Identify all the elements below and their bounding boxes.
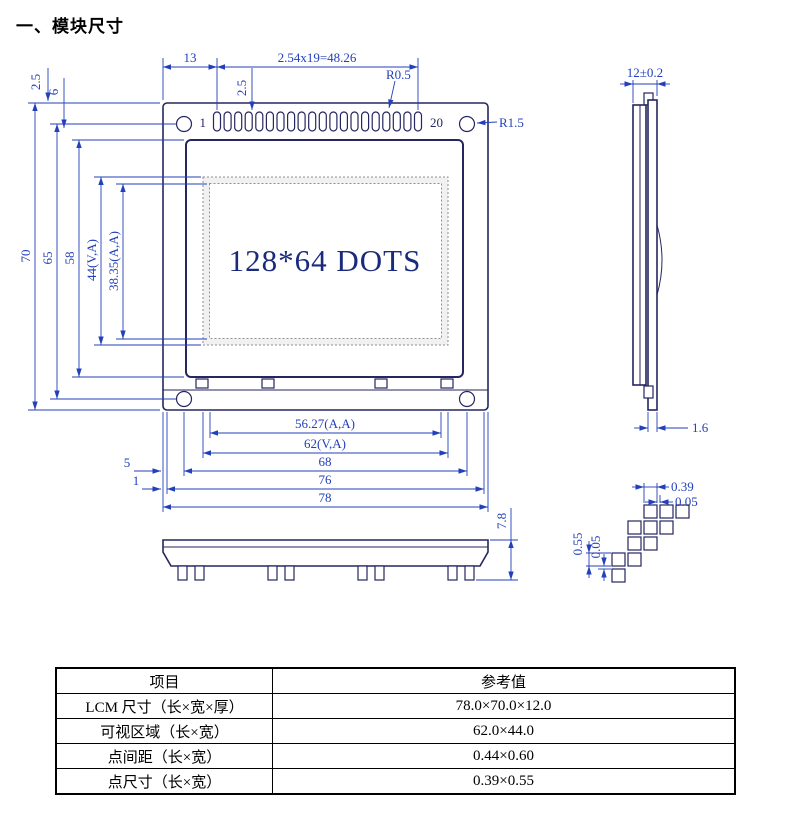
table-row: 点尺寸（长×宽） 0.39×0.55 — [55, 768, 736, 795]
dim-bezel-height: 58 — [62, 252, 77, 265]
dim-total-width: 78 — [319, 490, 332, 505]
dim-pin-pitch: 2.54x19=48.26 — [278, 50, 357, 65]
spec-table: 项目 参考值 LCM 尺寸（长×宽×厚） 78.0×70.0×12.0 可视区域… — [55, 667, 736, 795]
col-header-value: 参考值 — [272, 667, 736, 694]
dim-thickness: 12±0.2 — [627, 65, 663, 80]
dim-bottom-height: 7.8 — [494, 513, 509, 529]
dim-hole-radius: R1.5 — [499, 115, 524, 130]
extension-lines — [28, 102, 207, 411]
bottom-dimensions: 56.27(A,A) 62(V,A) 68 76 78 5 1 — [124, 412, 489, 512]
dot-squares — [611, 504, 690, 583]
left-dimensions: 70 65 58 44(V,A) 38.35(A,A) — [18, 102, 207, 411]
row-label: 可视区域（长×宽） — [55, 718, 273, 744]
table-header-row: 项目 参考值 — [55, 667, 736, 694]
dim-top-offset-a: 2.5 — [28, 74, 43, 90]
dim-edge-margin: 1 — [133, 473, 140, 488]
row-label: 点尺寸（长×宽） — [55, 768, 273, 795]
dim-dot-width: 0.39 — [671, 479, 694, 494]
active-area — [209, 183, 442, 339]
dim-top-offset-c: 2.5 — [234, 80, 249, 96]
bezel-tabs — [195, 378, 454, 389]
row-value: 78.0×70.0×12.0 — [272, 693, 736, 719]
side-pcb — [647, 99, 658, 411]
mounting-hole-bottom-right — [458, 390, 476, 408]
dim-pcb-thickness: 1.6 — [692, 420, 709, 435]
bottom-view: 7.8 — [162, 508, 518, 581]
row-label: LCM 尺寸（长×宽×厚） — [55, 693, 273, 719]
dim-hole-edge-margin: 5 — [124, 455, 131, 470]
display-text: 128*64 DOTS — [229, 243, 422, 278]
dim-hole-span-height: 65 — [40, 252, 55, 265]
dim-pin1-offset: 13 — [184, 50, 197, 65]
side-bulge — [656, 224, 663, 296]
connector-feet — [177, 565, 475, 581]
pin-row — [212, 111, 423, 132]
dim-pin-corner-radius: R0.5 — [386, 67, 411, 82]
dim-active-width: 56.27(A,A) — [295, 416, 355, 431]
dim-dot-height: 0.55 — [570, 533, 585, 556]
table-row: 可视区域（长×宽） 62.0×44.0 — [55, 718, 736, 744]
table-row: 点间距（长×宽） 0.44×0.60 — [55, 743, 736, 769]
side-view: 12±0.2 1.6 — [620, 65, 709, 435]
dot-matrix-detail: 0.39 0.05 0.55 0.05 — [570, 479, 698, 583]
side-bottom-tab — [643, 385, 654, 399]
bottom-profile — [162, 539, 489, 567]
dim-inner-width: 76 — [319, 472, 333, 487]
pin-20-label: 20 — [430, 115, 443, 130]
row-value: 0.44×0.60 — [272, 743, 736, 769]
row-label: 点间距（长×宽） — [55, 743, 273, 769]
table-row: LCM 尺寸（长×宽×厚） 78.0×70.0×12.0 — [55, 693, 736, 719]
dim-total-height: 70 — [18, 250, 33, 263]
mounting-hole-bottom-left — [175, 390, 193, 408]
dim-viewing-height: 44(V,A) — [84, 239, 99, 281]
row-value: 0.39×0.55 — [272, 768, 736, 795]
mounting-hole-top-left — [175, 115, 193, 133]
col-header-item: 项目 — [55, 667, 273, 694]
page-title: 一、模块尺寸 — [16, 17, 124, 36]
pin-1-label: 1 — [200, 115, 207, 130]
dim-top-offset-b: 6 — [46, 88, 61, 95]
front-view: 128*64 DOTS 1 20 — [162, 102, 489, 411]
row-value: 62.0×44.0 — [272, 718, 736, 744]
dim-dot-gap-horizontal: 0.05 — [675, 494, 698, 509]
dim-active-height: 38.35(A,A) — [106, 231, 121, 291]
mounting-hole-top-right — [458, 115, 476, 133]
dim-viewing-width: 62(V,A) — [304, 436, 346, 451]
dim-dot-gap-vertical: 0.05 — [588, 536, 603, 559]
top-dimensions: 13 2.54x19=48.26 R0.5 2.5 6 2.5 R1.5 — [28, 50, 524, 130]
dim-hole-span-width: 68 — [319, 454, 332, 469]
